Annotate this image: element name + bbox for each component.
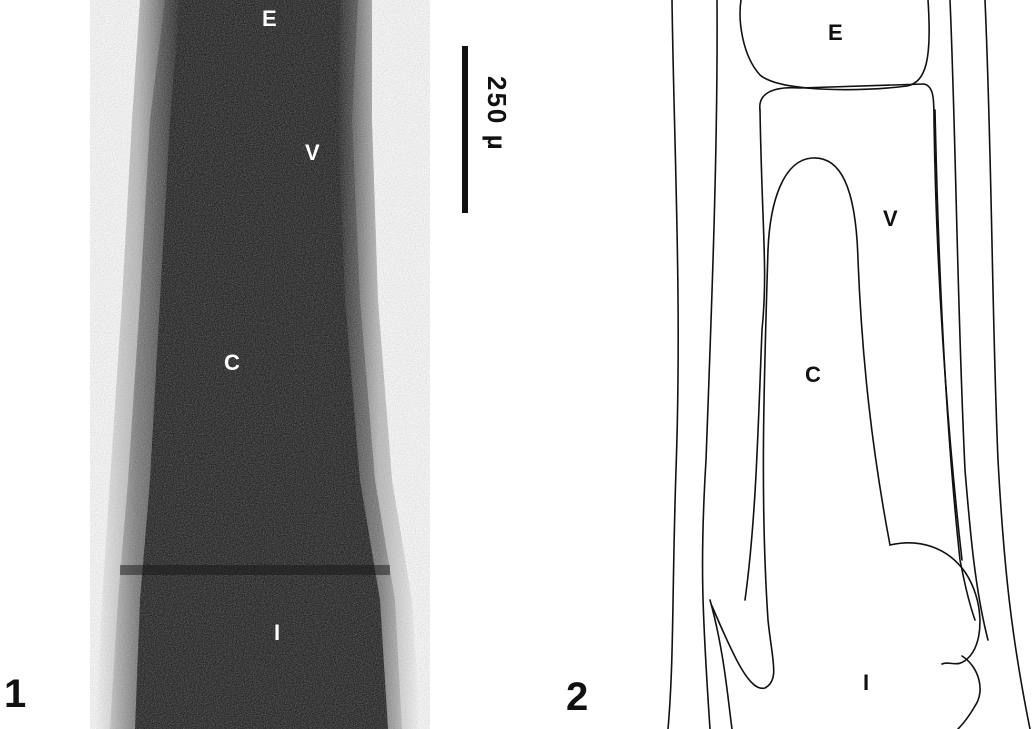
micrograph-image xyxy=(0,0,520,729)
I-structure xyxy=(890,543,980,664)
grain-texture xyxy=(90,0,430,729)
label-C-fig1: C xyxy=(224,352,240,374)
label-E-fig1: E xyxy=(262,8,277,30)
outer-line-right xyxy=(985,0,1030,729)
tissue-band xyxy=(120,565,390,575)
label-I-fig1: I xyxy=(274,622,280,644)
figure-2-number: 2 xyxy=(566,677,588,717)
mid-line-right xyxy=(935,110,975,620)
label-C-fig2: C xyxy=(805,364,821,386)
scale-bar-label: 250 µ xyxy=(481,76,512,152)
C-left-wall xyxy=(712,250,774,688)
I-lower-lobe xyxy=(958,656,980,729)
label-V-fig1: V xyxy=(305,142,320,164)
scale-bar xyxy=(462,46,468,213)
outer-line-left xyxy=(668,0,678,729)
C-structure xyxy=(768,158,890,545)
line-bottom-left xyxy=(710,600,732,729)
label-V-fig2: V xyxy=(883,208,898,230)
inner-line-right xyxy=(950,0,988,640)
figure-2-drawing xyxy=(620,0,1035,729)
figure-1-number: 1 xyxy=(4,674,26,714)
figure-1-micrograph: E V C I 250 µ xyxy=(0,0,520,729)
label-E-fig2: E xyxy=(828,22,843,44)
V-left-wall xyxy=(745,110,765,600)
label-I-fig2: I xyxy=(863,672,869,694)
